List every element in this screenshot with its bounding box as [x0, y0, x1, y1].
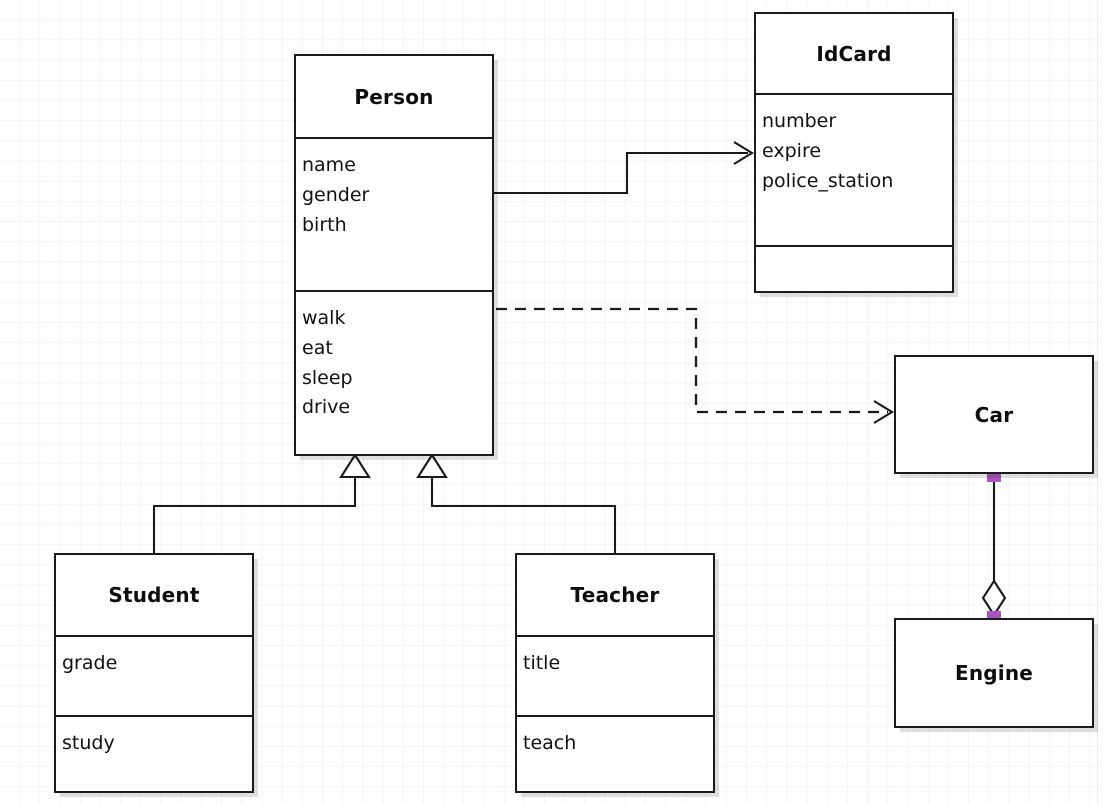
dependency-line-person-car: [496, 307, 888, 414]
class-methods-compartment-teacher: teach: [517, 715, 713, 791]
class-title-compartment-teacher: Teacher: [517, 555, 713, 635]
attribute-item: expire: [762, 139, 822, 162]
class-name-idcard: IdCard: [816, 41, 892, 66]
method-item: walk: [302, 307, 346, 329]
method-item: eat: [302, 336, 333, 359]
class-methods-compartment-person: walk eat sleep drive: [296, 290, 492, 454]
class-attributes-compartment-teacher: title: [517, 635, 713, 715]
method-item: sleep: [302, 366, 353, 389]
relationship-car-engine[interactable]: [981, 468, 1007, 625]
class-name-teacher: Teacher: [570, 583, 660, 607]
open-arrowhead-car: [873, 400, 895, 424]
page-right-gutter: [1098, 0, 1104, 804]
class-name-student: Student: [108, 583, 200, 607]
relationship-person-car[interactable]: [496, 307, 895, 424]
relationship-student-person[interactable]: [152, 453, 371, 553]
class-name-engine: Engine: [954, 661, 1034, 685]
class-title-compartment-idcard: IdCard: [756, 14, 952, 93]
attribute-item: police_station: [762, 169, 894, 192]
class-title-compartment-person: Person: [296, 56, 492, 137]
relationship-teacher-person[interactable]: [416, 453, 617, 553]
attribute-item: grade: [62, 652, 118, 674]
class-attributes-compartment-idcard: number expire police_station: [756, 93, 952, 245]
page-right-edge: [1097, 0, 1098, 804]
attribute-item: gender: [302, 183, 370, 206]
class-title-compartment-student: Student: [56, 555, 252, 635]
class-methods-compartment-idcard: [756, 245, 952, 291]
class-box-car[interactable]: Car: [894, 355, 1094, 474]
attribute-item: name: [302, 154, 356, 176]
class-methods-compartment-student: study: [56, 715, 252, 791]
class-name-car: Car: [974, 402, 1014, 427]
class-attributes-compartment-student: grade: [56, 635, 252, 715]
class-title-compartment-car: Car: [896, 357, 1092, 472]
hollow-triangle-arrowhead-teacher: [416, 453, 448, 479]
hollow-diamond-arrowhead-engine: [981, 579, 1007, 617]
attribute-item: birth: [302, 213, 347, 236]
relationship-person-idcard[interactable]: [494, 141, 755, 195]
attribute-item: number: [762, 110, 837, 132]
class-box-idcard[interactable]: IdCard number expire police_station: [754, 12, 954, 293]
class-name-person: Person: [354, 84, 434, 109]
class-box-teacher[interactable]: Teacher title teach: [515, 553, 715, 793]
class-box-person[interactable]: Person name gender birth walk eat sleep …: [294, 54, 494, 456]
method-item: drive: [302, 396, 351, 419]
class-attributes-compartment-person: name gender birth: [296, 137, 492, 290]
method-item: study: [62, 732, 115, 754]
association-line-person-idcard: [494, 151, 748, 195]
attribute-item: title: [523, 652, 561, 674]
class-title-compartment-engine: Engine: [896, 620, 1092, 726]
generalization-line-teacher-person: [430, 476, 617, 553]
class-box-engine[interactable]: Engine: [894, 618, 1094, 728]
method-item: teach: [523, 732, 577, 754]
generalization-line-student-person: [152, 476, 357, 553]
open-arrowhead-idcard: [733, 141, 755, 165]
hollow-triangle-arrowhead-student: [339, 453, 371, 479]
class-box-student[interactable]: Student grade study: [54, 553, 254, 793]
